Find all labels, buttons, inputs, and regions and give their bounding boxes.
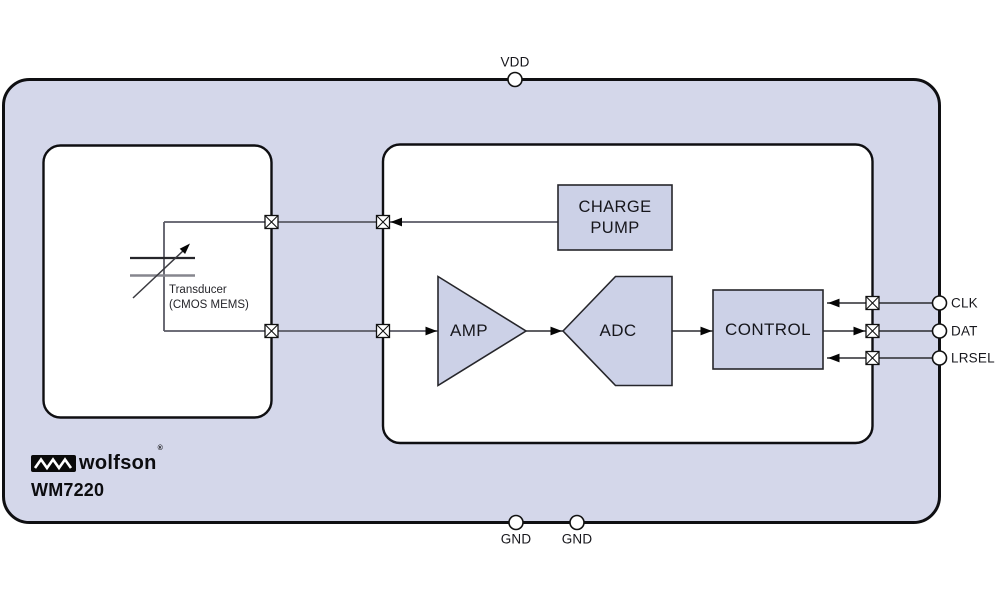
adc-input-arrowhead <box>550 326 562 336</box>
bond-pads <box>264 214 880 366</box>
charge-pump-label: CHARGE PUMP <box>558 185 672 250</box>
transducer-title: Transducer <box>169 284 227 296</box>
charge-pump-label-line1: CHARGE <box>578 197 652 216</box>
wolfson-wordmark: wolfson® <box>79 445 163 475</box>
lrsel-arrowhead <box>828 353 840 363</box>
pad-asic-bias <box>375 214 391 230</box>
amp-symbol <box>437 275 528 387</box>
clk-arrowhead <box>828 298 840 308</box>
pin-lrsel <box>931 350 948 366</box>
control-label-text: CONTROL <box>725 320 811 339</box>
charge-pump-arrowhead <box>390 217 402 227</box>
package-pins <box>507 71 948 531</box>
control-block <box>712 289 824 370</box>
registered-trademark-symbol: ® <box>157 445 164 452</box>
pad-lrsel <box>865 350 880 366</box>
part-number: WM7220 <box>31 480 105 500</box>
charge-pump-label-line2: PUMP <box>590 218 640 237</box>
pin-dat <box>931 323 948 339</box>
amp-input-arrowhead <box>425 326 437 336</box>
charge-pump-block <box>557 184 673 251</box>
wolfson-wordmark-text: wolfson <box>79 452 157 474</box>
variable-arrowhead <box>179 243 190 254</box>
pad-mems-signal <box>264 323 279 339</box>
pad-clk <box>865 295 880 311</box>
pin-vdd <box>507 71 523 88</box>
mems-die-outline <box>42 144 273 419</box>
pin-label-gnd-left: GND <box>500 531 532 547</box>
control-label: CONTROL <box>713 290 823 369</box>
pin-clk <box>931 295 948 311</box>
transducer-symbol <box>130 243 195 299</box>
pin-label-gnd-right: GND <box>561 531 593 547</box>
transducer-note: Transducer (CMOS MEMS) <box>169 283 249 312</box>
pin-label-vdd: VDD <box>500 54 530 70</box>
pad-mems-bias <box>264 214 279 230</box>
pad-dat <box>865 323 880 339</box>
wolfson-logo-mark-icon <box>31 455 76 472</box>
pin-label-clk: CLK <box>951 295 978 311</box>
pin-label-dat: DAT <box>951 323 978 339</box>
adc-label: ADC <box>599 321 637 340</box>
pad-asic-signal <box>375 323 391 339</box>
pin-gnd-right <box>569 514 585 531</box>
transducer-subtitle: (CMOS MEMS) <box>169 298 249 311</box>
arrowheads <box>390 217 865 363</box>
pin-gnd-left <box>508 514 524 531</box>
control-input-arrowhead <box>700 326 712 336</box>
adc-symbol <box>561 275 673 387</box>
wolfson-logo: wolfson® <box>31 445 163 475</box>
amp-label: AMP <box>449 321 489 340</box>
pin-label-lrsel: LRSEL <box>951 350 995 366</box>
dat-arrowhead <box>853 326 865 336</box>
